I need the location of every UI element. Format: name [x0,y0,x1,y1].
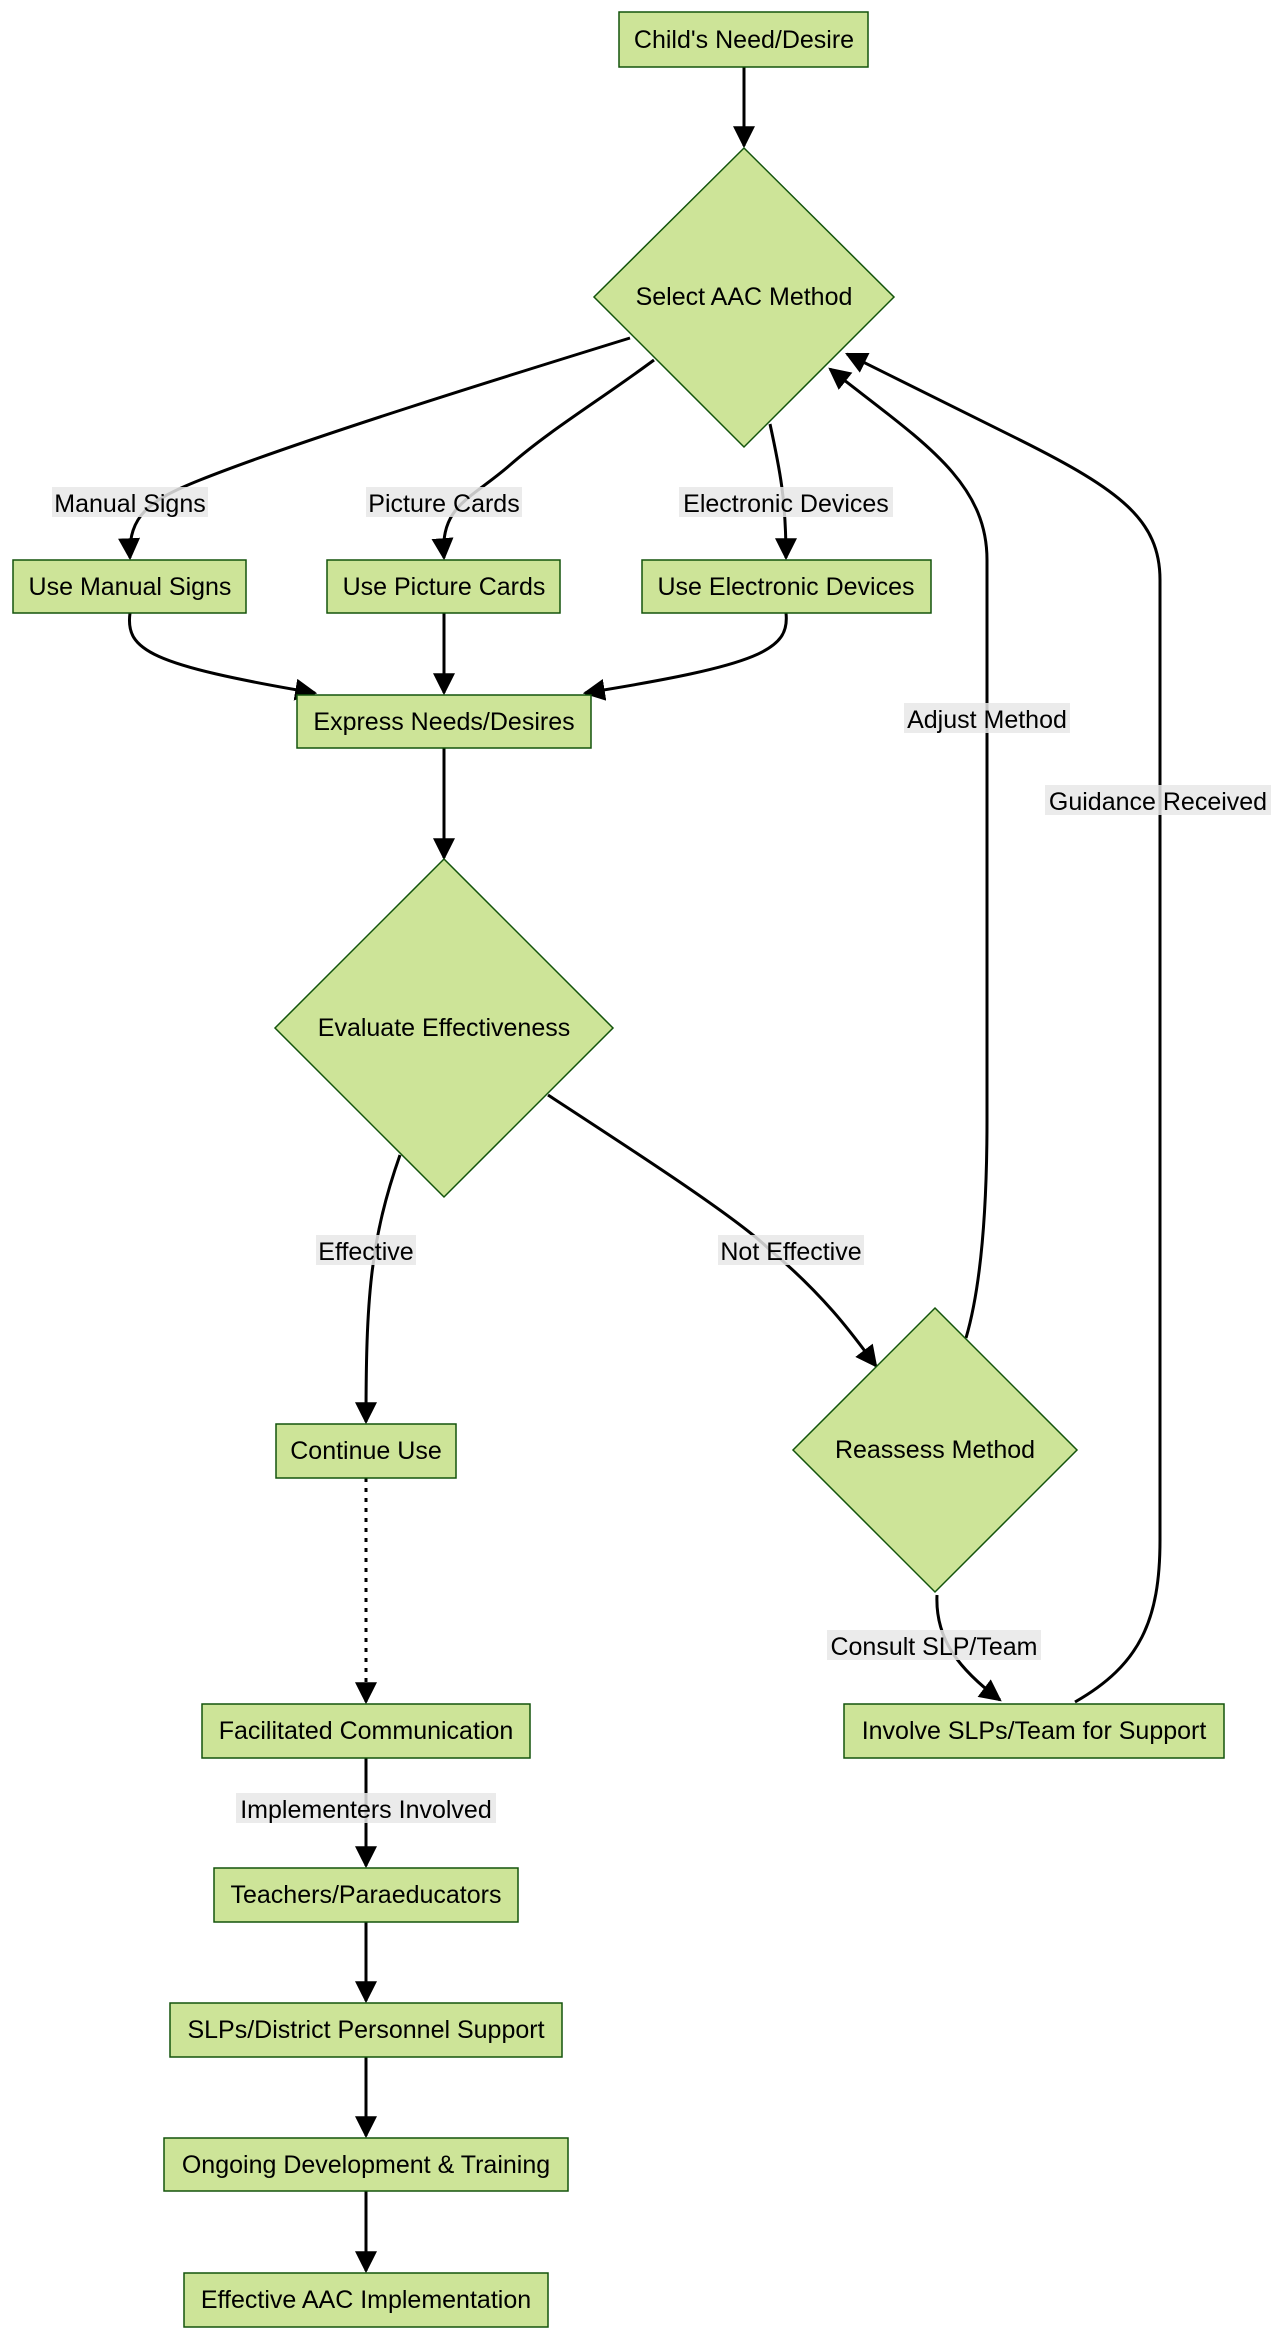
edge-devices-to-express [582,612,788,701]
node-use-electronic-devices: Use Electronic Devices [641,559,932,614]
label-guidance-received: Guidance Received [1045,785,1271,816]
edge-evaluate-to-continue [355,1154,402,1425]
svg-text:Child's Need/Desire: Child's Need/Desire [634,26,854,54]
svg-text:Effective: Effective [318,1238,413,1266]
node-facilitated-communication: Facilitated Communication [201,1703,531,1759]
svg-text:Ongoing Development & Training: Ongoing Development & Training [182,2151,550,2179]
label-electronic-devices: Electronic Devices [679,487,893,518]
edges [118,67,1162,2274]
decision-select-aac-method: Select AAC Method [592,146,896,449]
label-effective: Effective [316,1235,416,1266]
decision-reassess-method: Reassess Method [791,1306,1079,1594]
svg-text:Use Manual Signs: Use Manual Signs [29,573,232,601]
node-slps-district-support: SLPs/District Personnel Support [169,2002,563,2058]
svg-text:Use Electronic Devices: Use Electronic Devices [657,573,914,601]
svg-text:Adjust Method: Adjust Method [907,706,1067,734]
svg-text:Use Picture Cards: Use Picture Cards [343,573,546,601]
nodes: Child's Need/Desire Select AAC Method Us… [12,11,1225,2328]
svg-text:Evaluate Effectiveness: Evaluate Effectiveness [318,1014,570,1042]
label-consult: Consult SLP/Team [827,1630,1041,1661]
svg-text:Manual Signs: Manual Signs [54,490,205,518]
svg-text:Guidance Received: Guidance Received [1049,788,1267,816]
decision-evaluate-effectiveness: Evaluate Effectiveness [273,857,615,1199]
node-childs-need: Child's Need/Desire [618,11,869,68]
svg-text:Teachers/Paraeducators: Teachers/Paraeducators [231,1881,502,1909]
svg-text:Implementers Involved: Implementers Involved [240,1796,492,1824]
edge-labels: Manual Signs Picture Cards Electronic De… [52,487,1271,1824]
svg-text:SLPs/District Personnel Suppor: SLPs/District Personnel Support [187,2016,544,2044]
label-picture-cards: Picture Cards [366,487,522,518]
svg-text:Facilitated Communication: Facilitated Communication [219,1717,514,1745]
svg-text:Consult SLP/Team: Consult SLP/Team [830,1633,1037,1661]
svg-text:Not Effective: Not Effective [720,1238,861,1266]
edge-select-to-signs [118,336,631,561]
node-involve-slps-team: Involve SLPs/Team for Support [843,1703,1225,1759]
node-teachers-paraeducators: Teachers/Paraeducators [213,1867,519,1923]
label-implementers: Implementers Involved [236,1793,496,1824]
svg-text:Electronic Devices: Electronic Devices [683,490,889,518]
label-manual-signs: Manual Signs [52,487,208,518]
node-ongoing-development: Ongoing Development & Training [163,2137,569,2192]
node-continue-use: Continue Use [275,1423,457,1479]
svg-text:Involve SLPs/Team for Support: Involve SLPs/Team for Support [862,1717,1207,1745]
edge-evaluate-to-reassess [547,1093,878,1368]
edge-reassess-to-select [828,367,989,1339]
label-adjust-method: Adjust Method [904,703,1070,734]
node-use-picture-cards: Use Picture Cards [326,559,561,614]
node-effective-aac-implementation: Effective AAC Implementation [183,2272,549,2328]
svg-text:Reassess Method: Reassess Method [835,1436,1035,1464]
label-not-effective: Not Effective [718,1235,864,1266]
edge-signs-to-express [127,612,318,701]
svg-text:Select AAC Method: Select AAC Method [636,283,853,311]
svg-text:Effective AAC Implementation: Effective AAC Implementation [201,2286,531,2314]
svg-text:Picture Cards: Picture Cards [368,490,519,518]
edge-select-to-cards [431,358,655,561]
node-use-manual-signs: Use Manual Signs [12,559,247,614]
svg-text:Continue Use: Continue Use [290,1437,441,1465]
edge-involve-to-select [845,352,1162,1704]
svg-text:Express Needs/Desires: Express Needs/Desires [313,708,574,736]
node-express-needs: Express Needs/Desires [296,694,592,749]
edge-select-to-devices [768,423,797,561]
